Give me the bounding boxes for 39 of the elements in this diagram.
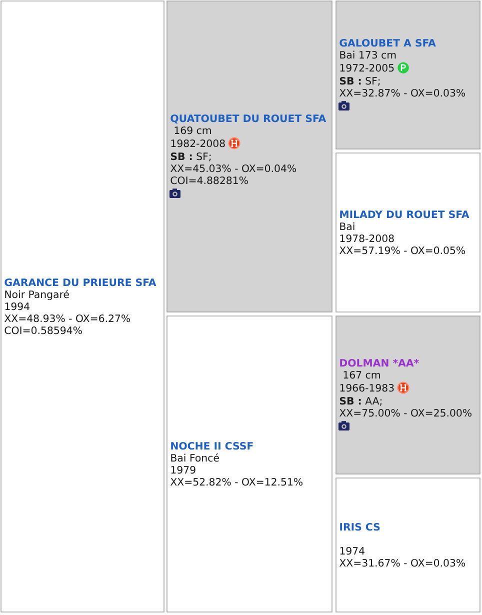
detail-text: SB : SF;	[170, 152, 211, 162]
detail-text: XX=52.82% - OX=12.51%	[170, 478, 302, 486]
pedigree-box	[336, 316, 480, 474]
detail-text: 1982-2008	[171, 139, 225, 148]
horse-name: QUATOUBET DU ROUET SFA	[170, 114, 326, 124]
detail-text: 167 cm	[344, 370, 380, 379]
detail-text: Noir Pangaré	[5, 290, 69, 300]
detail-text: XX=31.67% - OX=0.03%	[340, 558, 466, 567]
horse-name: NOCHE II CSSF	[171, 442, 253, 450]
pedigree-box	[166, 0, 332, 312]
horse-name: DOLMAN *AA*	[340, 358, 419, 367]
detail-text: SB : SF;	[340, 76, 380, 86]
detail-text: 1972-2005	[340, 64, 394, 72]
detail-text: XX=57.19% - OX=0.05%	[340, 246, 466, 254]
detail-text: 1978-2008	[340, 234, 394, 242]
horse-name: GARANCE DU PRIEURE SFA	[4, 278, 156, 286]
pedigree-box	[336, 0, 480, 150]
detail-text: 1974	[340, 546, 364, 555]
detail-text: XX=48.93% - OX=6.27%	[4, 314, 130, 322]
detail-text: 169 cm	[174, 126, 211, 134]
pedigree-box	[0, 0, 164, 612]
pedigree-box	[336, 152, 480, 312]
detail-text: Bai	[340, 222, 354, 230]
pedigree-box	[336, 478, 480, 612]
detail-text: 1966-1983	[340, 384, 394, 392]
horse-name: IRIS CS	[340, 522, 380, 531]
detail-text: SB : AA;	[340, 396, 382, 406]
detail-text: Bai 173 cm	[340, 50, 396, 59]
detail-text: 1994	[5, 302, 30, 310]
detail-text: XX=45.03% - OX=0.04%	[170, 164, 296, 172]
horse-name: MILADY DU ROUET SFA	[340, 210, 470, 218]
detail-text: COI=0.58594%	[4, 326, 82, 334]
detail-text: COI=4.88281%	[170, 176, 248, 184]
detail-text: XX=75.00% - OX=25.00%	[340, 408, 472, 417]
horse-name: GALOUBET A SFA	[340, 38, 436, 47]
detail-text: XX=32.87% - OX=0.03%	[340, 88, 466, 97]
detail-text: 1979	[171, 466, 196, 474]
detail-text: Bai Foncé	[171, 453, 219, 462]
pedigree-box	[166, 316, 332, 612]
